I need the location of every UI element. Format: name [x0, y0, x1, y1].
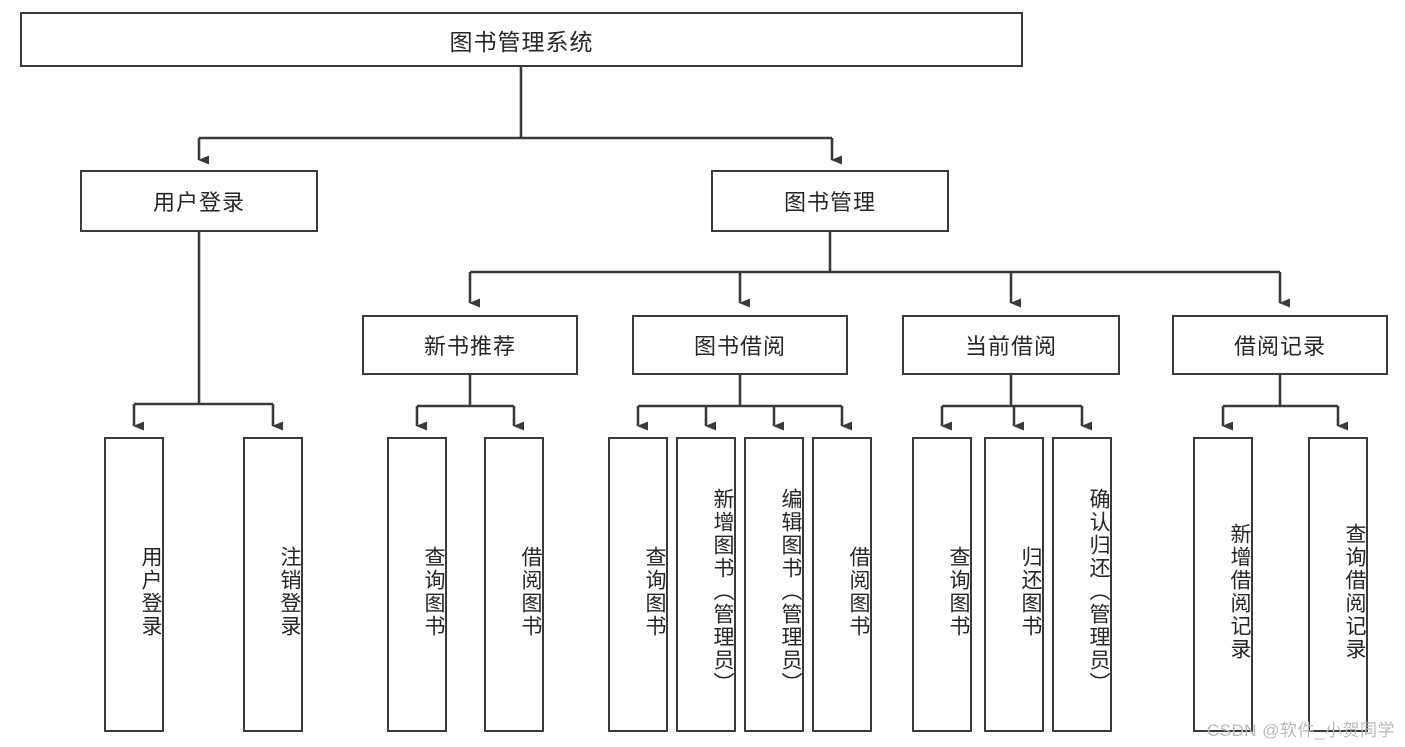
leaf-borrow-book[interactable]: 借阅图书 [812, 437, 872, 732]
leaf-query-book-borrow[interactable]: 查询图书 [608, 437, 668, 732]
node-new-book-rec[interactable]: 新书推荐 [362, 315, 578, 375]
node-book-borrow[interactable]: 图书借阅 [632, 315, 848, 375]
leaf-user-logout[interactable]: 注销登录 [243, 437, 303, 732]
leaf-return-book[interactable]: 归还图书 [984, 437, 1044, 732]
leaf-confirm-return-admin[interactable]: 确认归还（管理员） [1052, 437, 1112, 732]
node-user-login[interactable]: 用户登录 [80, 170, 318, 232]
node-current-borrow[interactable]: 当前借阅 [902, 315, 1120, 375]
leaf-user-login[interactable]: 用户登录 [104, 437, 164, 732]
watermark: CSDN @软件_小贺同学 [1206, 721, 1395, 740]
leaf-query-book-current[interactable]: 查询图书 [912, 437, 972, 732]
node-root[interactable]: 图书管理系统 [20, 12, 1023, 67]
leaf-add-book-admin[interactable]: 新增图书（管理员） [676, 437, 736, 732]
leaf-query-borrow-record[interactable]: 查询借阅记录 [1308, 437, 1368, 732]
node-book-manage[interactable]: 图书管理 [711, 170, 949, 232]
leaf-borrow-book-recommend[interactable]: 借阅图书 [484, 437, 544, 732]
node-borrow-record[interactable]: 借阅记录 [1172, 315, 1388, 375]
leaf-edit-book-admin[interactable]: 编辑图书（管理员） [744, 437, 804, 732]
leaf-add-borrow-record[interactable]: 新增借阅记录 [1193, 437, 1253, 732]
leaf-query-book-recommend[interactable]: 查询图书 [387, 437, 447, 732]
